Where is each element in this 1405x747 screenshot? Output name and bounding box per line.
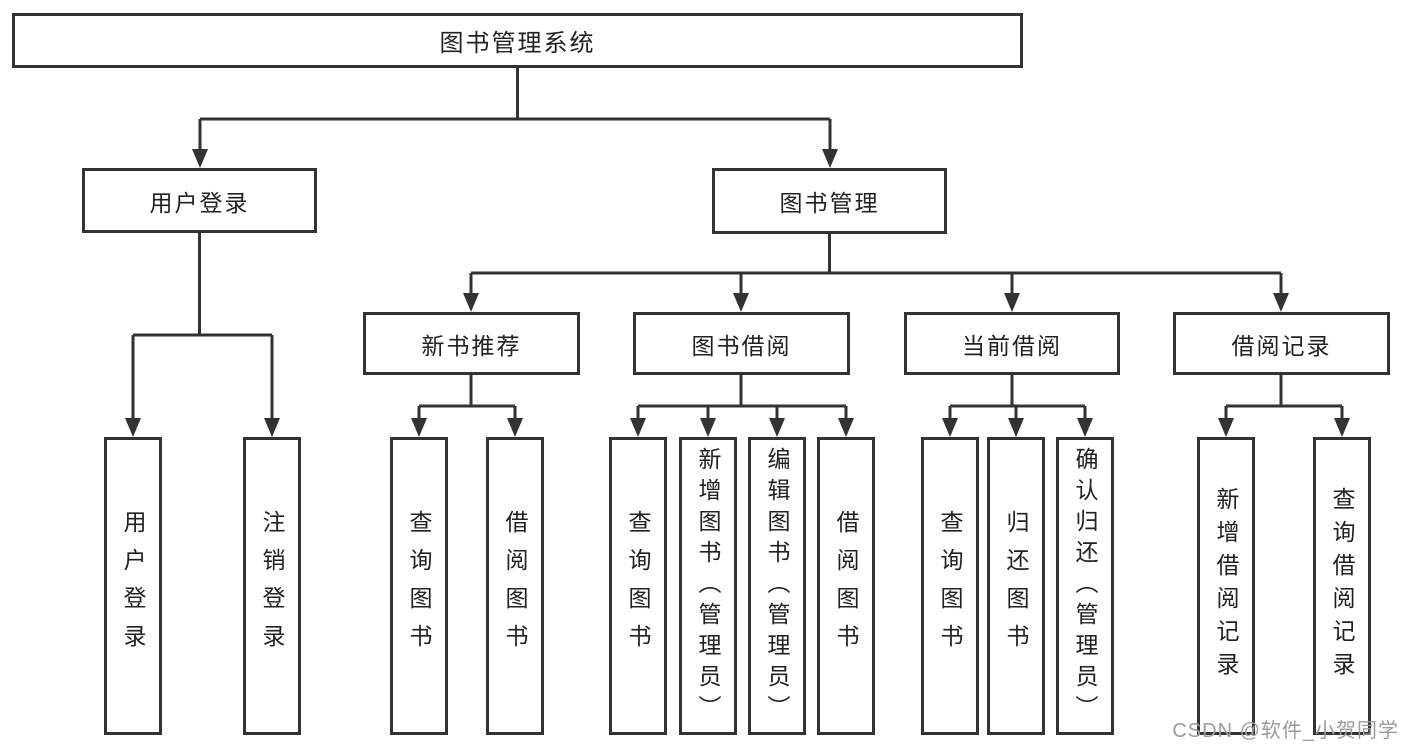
leaf-user-login: 用户登录 <box>104 437 162 735</box>
leaf-query-books-recommend-label: 查询图书 <box>406 510 432 662</box>
node-current-borrowing-label: 当前借阅 <box>962 332 1062 359</box>
arrowhead-icon <box>507 418 523 437</box>
node-new-book-recommend: 新书推荐 <box>363 312 580 375</box>
node-user-login: 用户登录 <box>82 168 317 233</box>
arrowhead-icon <box>264 418 280 437</box>
leaf-query-books-current-label: 查询图书 <box>937 510 963 662</box>
leaf-borrow-books-recommend-label: 借阅图书 <box>502 510 528 662</box>
node-root-label: 图书管理系统 <box>439 30 596 57</box>
arrowhead-icon <box>463 293 479 312</box>
leaf-confirm-return-admin-label: 确认归还（管理员） <box>1072 446 1098 726</box>
leaf-query-books-borrowing-label: 查询图书 <box>625 510 651 662</box>
leaf-borrow-books-label: 借阅图书 <box>833 510 859 662</box>
leaf-borrow-books: 借阅图书 <box>817 437 875 735</box>
leaf-user-login-label: 用户登录 <box>120 510 146 662</box>
arrowhead-icon <box>125 418 141 437</box>
arrowhead-icon <box>942 418 958 437</box>
leaf-add-books-admin-label: 新增图书（管理员） <box>695 446 721 726</box>
leaf-add-borrow-record-label: 新增借阅记录 <box>1213 487 1239 685</box>
arrowhead-icon <box>1077 418 1093 437</box>
node-book-management: 图书管理 <box>712 168 947 234</box>
leaf-query-borrow-record-label: 查询借阅记录 <box>1329 487 1355 685</box>
leaf-query-books-current: 查询图书 <box>921 437 979 735</box>
node-book-borrowing-label: 图书借阅 <box>691 332 792 359</box>
node-book-borrowing: 图书借阅 <box>633 312 850 375</box>
arrowhead-icon <box>822 149 838 168</box>
node-new-book-recommend-label: 新书推荐 <box>421 332 522 359</box>
node-book-management-label: 图书管理 <box>779 190 880 216</box>
node-borrowing-records-label: 借阅记录 <box>1231 332 1332 359</box>
watermark: CSDN @软件_小贺同学 <box>1172 720 1399 742</box>
arrowhead-icon <box>733 293 749 312</box>
node-current-borrowing: 当前借阅 <box>904 312 1120 375</box>
leaf-add-borrow-record: 新增借阅记录 <box>1197 437 1255 735</box>
leaf-logout: 注销登录 <box>243 437 301 735</box>
arrowhead-icon <box>411 418 427 437</box>
leaf-query-books-borrowing: 查询图书 <box>609 437 667 735</box>
leaf-return-books-label: 归还图书 <box>1003 510 1029 662</box>
arrowhead-icon <box>700 418 716 437</box>
node-user-login-label: 用户登录 <box>149 189 250 216</box>
leaf-logout-label: 注销登录 <box>259 510 285 662</box>
leaf-borrow-books-recommend: 借阅图书 <box>486 437 544 735</box>
arrowhead-icon <box>1334 418 1350 437</box>
arrowhead-icon <box>1273 293 1289 312</box>
arrowhead-icon <box>838 418 854 437</box>
node-borrowing-records: 借阅记录 <box>1173 312 1390 375</box>
arrowhead-icon <box>192 149 208 168</box>
arrowhead-icon <box>769 418 785 437</box>
leaf-edit-books-admin-label: 编辑图书（管理员） <box>764 446 790 726</box>
arrowhead-icon <box>1218 418 1234 437</box>
leaf-query-books-recommend: 查询图书 <box>390 437 448 735</box>
leaf-confirm-return-admin: 确认归还（管理员） <box>1056 437 1114 735</box>
leaf-edit-books-admin: 编辑图书（管理员） <box>748 437 806 735</box>
leaf-add-books-admin: 新增图书（管理员） <box>679 437 737 735</box>
leaf-return-books: 归还图书 <box>987 437 1045 735</box>
arrowhead-icon <box>1008 418 1024 437</box>
leaf-query-borrow-record: 查询借阅记录 <box>1313 437 1371 735</box>
arrowhead-icon <box>1004 293 1020 312</box>
arrowhead-icon <box>630 418 646 437</box>
node-root: 图书管理系统 <box>12 13 1023 68</box>
